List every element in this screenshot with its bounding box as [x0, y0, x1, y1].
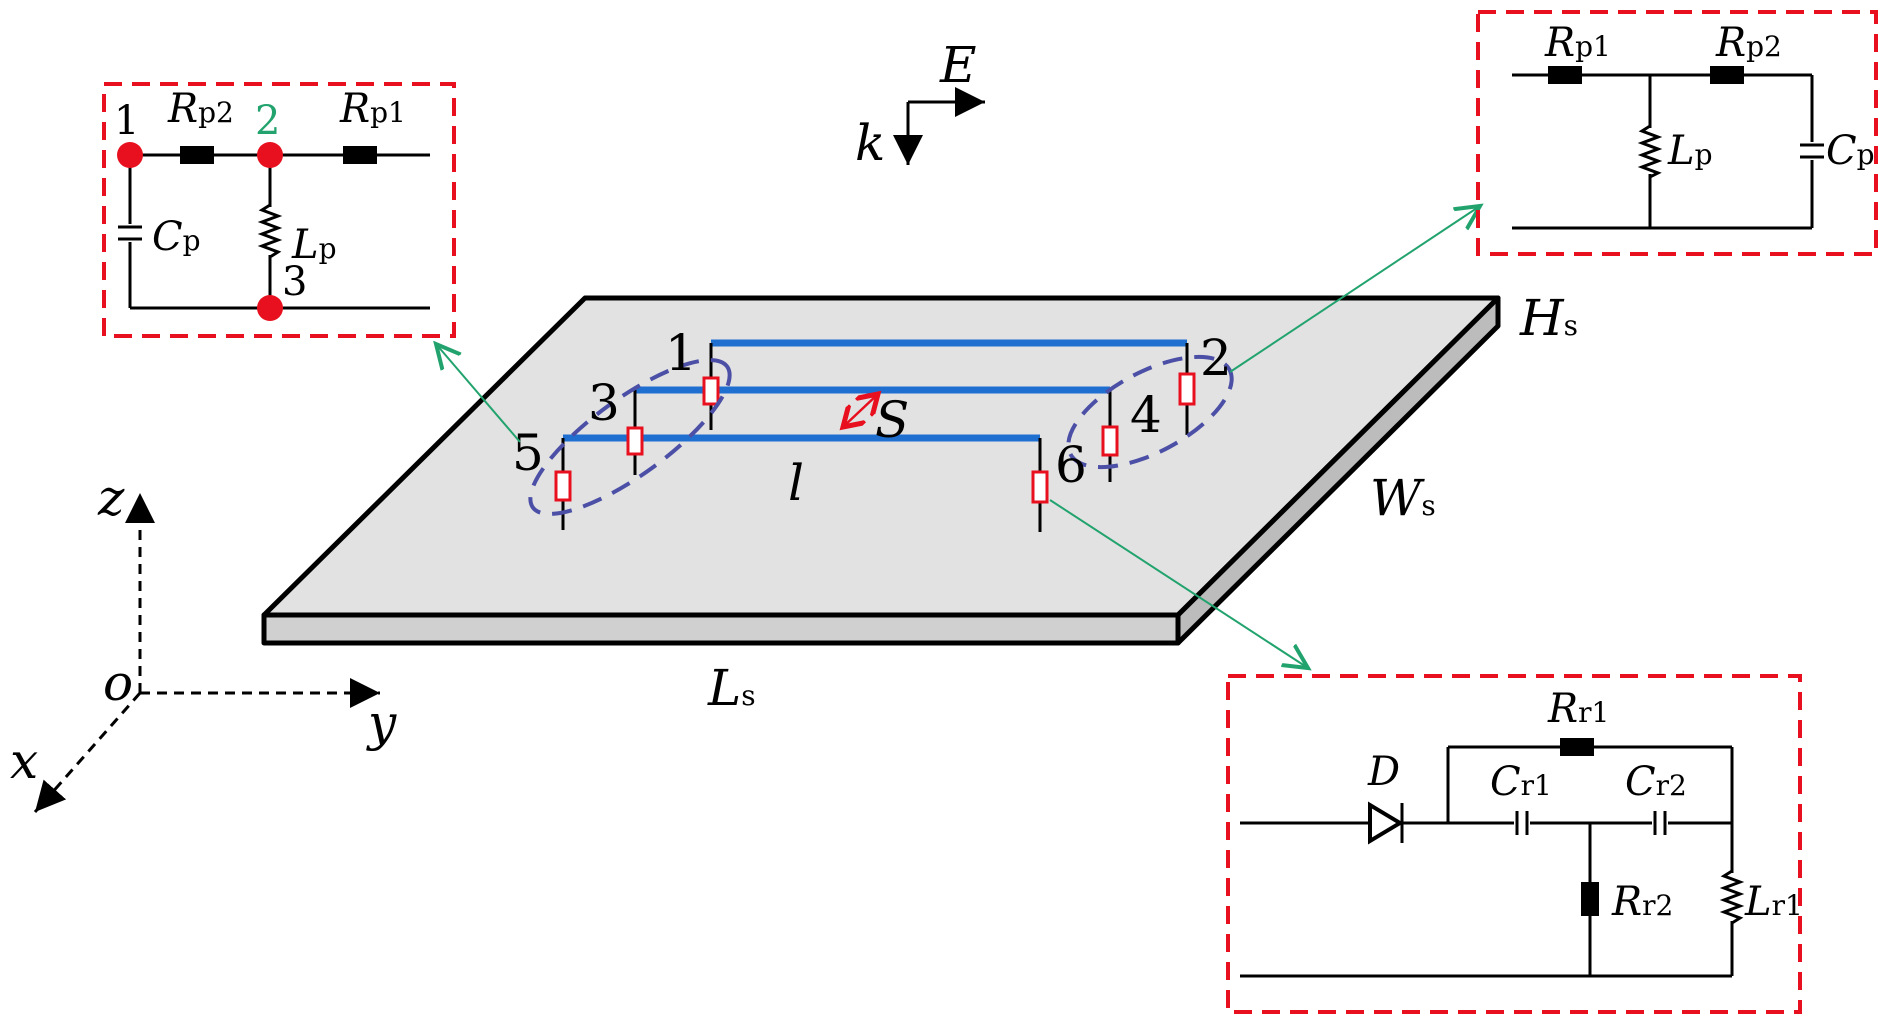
port-label-1: 1 [665, 324, 697, 382]
pin-resistor-rp2 [180, 146, 214, 164]
pin-node-label-3: 3 [282, 259, 307, 305]
pi-resistor-rp2 [1710, 66, 1744, 84]
pin-circuit: 1 2 3 Rp2 Rp1 Cp Lp [102, 82, 456, 338]
diode-rr1-label: Rr1 [1547, 686, 1609, 732]
port-box-5 [554, 470, 572, 502]
pi-resistor-rp1 [1548, 66, 1582, 84]
k-vector-label: k [855, 114, 885, 172]
connector-arrows [436, 206, 1480, 668]
board-labels: 1 2 3 4 5 6 S l Ls Ws Hs [512, 289, 1578, 717]
pi-cp-label: Cp [1826, 128, 1875, 174]
pin-cp-label: Cp [152, 214, 201, 260]
pin-inductor-lp [257, 203, 283, 259]
pin-resistor-rp1 [343, 146, 377, 164]
pi-rp1-label: Rp1 [1544, 20, 1611, 66]
port-box-4 [1101, 425, 1119, 457]
port-label-2: 2 [1200, 329, 1232, 387]
board-front-face [261, 612, 1181, 646]
pin-node-label-2: 2 [255, 98, 280, 144]
axis-x-label: x [10, 732, 38, 790]
port-box-3 [626, 426, 644, 456]
board-height-label: Hs [1519, 289, 1578, 347]
port-box-1 [702, 376, 720, 406]
diode-label: D [1367, 749, 1400, 795]
coordinate-axes: z y x o [10, 469, 397, 813]
spacing-label: S [875, 391, 909, 449]
pin-lp-label: Lp [291, 222, 337, 268]
port-box-6 [1031, 470, 1049, 504]
pin-rp1-label: Rp1 [339, 86, 406, 132]
e-field-label: E [939, 36, 977, 94]
pi-rp2-label: Rp2 [1715, 20, 1782, 66]
group-ellipse-right [1066, 354, 1234, 470]
wave-direction: E k [855, 36, 985, 172]
pin-node-1 [117, 142, 143, 168]
diode-symbol [1368, 801, 1404, 845]
axis-origin-label: o [103, 654, 133, 712]
pin-node-2 [257, 142, 283, 168]
diode-resistor-rr2 [1581, 882, 1599, 916]
pi-inductor-lp [1637, 124, 1663, 179]
port-label-3: 3 [588, 374, 620, 432]
diode-resistor-rr1 [1560, 738, 1594, 756]
group-ellipse-left [528, 358, 732, 516]
axis-z-label: z [97, 469, 125, 527]
pin-node-3 [257, 295, 283, 321]
diode-cr2-label: Cr2 [1625, 759, 1687, 805]
board-width-label: Ws [1370, 469, 1436, 527]
port-box-2 [1178, 372, 1196, 406]
diode-inductor-lr1 [1719, 869, 1745, 925]
spacing-arrow [843, 394, 878, 427]
diode-lr1-label: Lr1 [1744, 879, 1803, 925]
pcb-board [261, 295, 1501, 646]
board-side-face [1175, 295, 1501, 646]
port-label-5: 5 [512, 424, 544, 482]
pi-circuit: Rp1 Rp2 Lp Cp [1476, 10, 1878, 256]
port-label-6: 6 [1055, 436, 1087, 494]
diode-circuit: D Rr1 Cr1 Cr2 Rr2 Lr1 [1226, 674, 1803, 1014]
board-length-label: Ls [707, 659, 756, 717]
axis-y-label: y [366, 694, 397, 752]
pin-node-label-1: 1 [114, 98, 139, 144]
port-label-4: 4 [1130, 386, 1162, 444]
pi-lp-label: Lp [1667, 128, 1713, 174]
length-label: l [788, 454, 804, 512]
pin-rp2-label: Rp2 [167, 86, 234, 132]
diode-rr2-label: Rr2 [1611, 879, 1673, 925]
diode-cr1-label: Cr1 [1490, 759, 1552, 805]
